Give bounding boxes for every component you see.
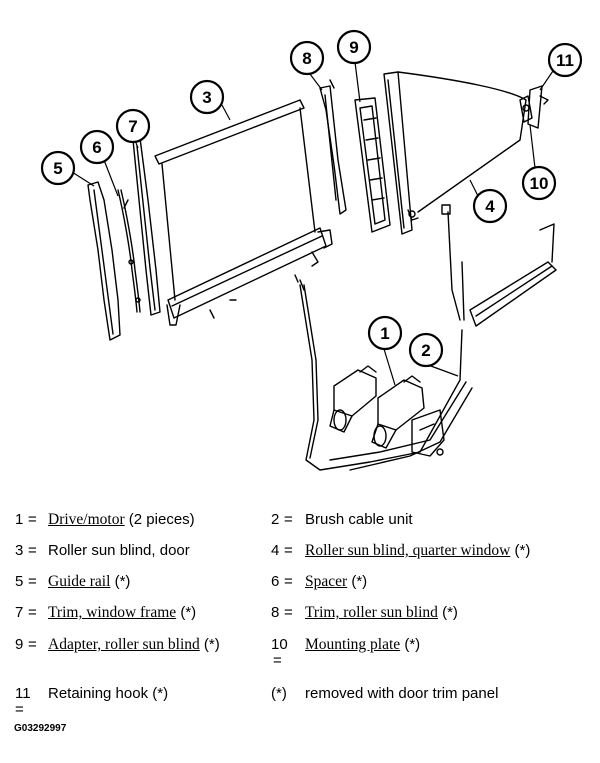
legend-item-roller-quarter: Roller sun blind, quarter window (*) <box>305 542 531 559</box>
callout-1: 1 <box>367 315 403 351</box>
roller-blind-door-part <box>154 99 333 326</box>
legend-num: 7 <box>15 604 24 621</box>
callout-7: 7 <box>115 108 151 144</box>
legend-num: 10 <box>271 636 288 653</box>
legend-eq: = <box>284 604 293 621</box>
legend-eq: = <box>28 511 37 528</box>
roller-blind-trim-part <box>319 79 347 215</box>
svg-text:3: 3 <box>202 88 211 107</box>
roller-blind-quarter-part <box>383 71 533 235</box>
svg-text:9: 9 <box>349 38 358 57</box>
link-window-trim[interactable]: Trim, window frame <box>48 604 177 621</box>
callout-5: 5 <box>40 150 76 186</box>
legend-num: 3 <box>15 542 24 559</box>
legend-eq: = <box>28 542 37 559</box>
legend-eq: = <box>28 604 37 621</box>
window-frame-trim-part <box>132 137 161 316</box>
legend-item-mounting-plate: Mounting plate (*) <box>305 636 421 653</box>
guide-rail-part <box>87 181 121 341</box>
legend-item-roller-door: Roller sun blind, door <box>48 542 190 559</box>
link-drive-motor[interactable]: Drive/motor <box>48 511 125 528</box>
legend-num: 1 <box>15 511 24 528</box>
adapter-part <box>354 97 391 233</box>
legend-eq: = <box>284 573 293 590</box>
legend-item-adapter: Adapter, roller sun blind (*) <box>48 636 220 653</box>
legend-eq: = <box>28 573 37 590</box>
legend-eq: = <box>15 701 24 718</box>
svg-text:2: 2 <box>421 341 430 360</box>
link-guide-rail[interactable]: Guide rail <box>48 573 111 590</box>
legend-eq: = <box>28 636 37 653</box>
svg-text:5: 5 <box>53 159 62 178</box>
callout-9: 9 <box>336 29 372 65</box>
legend-item-brush-cable: Brush cable unit <box>305 511 413 528</box>
svg-text:4: 4 <box>485 197 495 216</box>
callout-4: 4 <box>472 188 508 224</box>
legend-num: 6 <box>271 573 280 590</box>
svg-text:8: 8 <box>302 49 311 68</box>
legend-item-retaining-hook: Retaining hook (*) <box>48 685 169 702</box>
spacer-part <box>117 189 141 313</box>
svg-text:7: 7 <box>128 117 137 136</box>
legend-eq: = <box>284 511 293 528</box>
callout-2: 2 <box>408 332 444 368</box>
exploded-diagram: 5 6 7 3 8 9 11 10 4 1 2 <box>40 29 583 471</box>
figure-code: G03292997 <box>14 723 67 734</box>
link-spacer[interactable]: Spacer <box>305 573 348 590</box>
callout-10: 10 <box>521 165 557 201</box>
legend-item-guide-rail: Guide rail (*) <box>48 573 131 590</box>
svg-text:11: 11 <box>556 51 574 70</box>
link-adapter[interactable]: Adapter, roller sun blind <box>48 636 200 653</box>
legend-item-spacer: Spacer (*) <box>305 573 368 590</box>
legend-num: 11 <box>15 685 31 702</box>
link-mounting-plate[interactable]: Mounting plate <box>305 636 401 653</box>
legend-num: (*) <box>271 685 287 702</box>
legend-item-drive-motor: Drive/motor (2 pieces) <box>48 511 195 528</box>
brush-cable-assembly <box>299 204 557 471</box>
mounting-plate-part <box>527 85 549 129</box>
legend-eq: = <box>284 542 293 559</box>
legend-item-blind-trim: Trim, roller sun blind (*) <box>305 604 458 621</box>
legend-num: 2 <box>271 511 280 528</box>
svg-text:1: 1 <box>380 324 389 343</box>
legend-item-note: removed with door trim panel <box>305 685 499 702</box>
legend-item-window-trim: Trim, window frame (*) <box>48 604 197 621</box>
link-roller-quarter[interactable]: Roller sun blind, quarter window <box>305 542 511 559</box>
legend-num: 4 <box>271 542 280 559</box>
legend-num: 9 <box>15 636 24 653</box>
callout-3: 3 <box>189 79 225 115</box>
callout-6: 6 <box>79 129 115 165</box>
legend-num: 5 <box>15 573 24 590</box>
svg-text:6: 6 <box>92 138 101 157</box>
callout-11: 11 <box>547 42 583 78</box>
legend-eq: = <box>273 652 282 669</box>
callouts: 5 6 7 3 8 9 11 10 4 1 2 <box>40 29 583 368</box>
legend-num: 8 <box>271 604 280 621</box>
svg-text:10: 10 <box>530 174 549 193</box>
link-blind-trim[interactable]: Trim, roller sun blind <box>305 604 438 621</box>
callout-8: 8 <box>289 40 325 76</box>
